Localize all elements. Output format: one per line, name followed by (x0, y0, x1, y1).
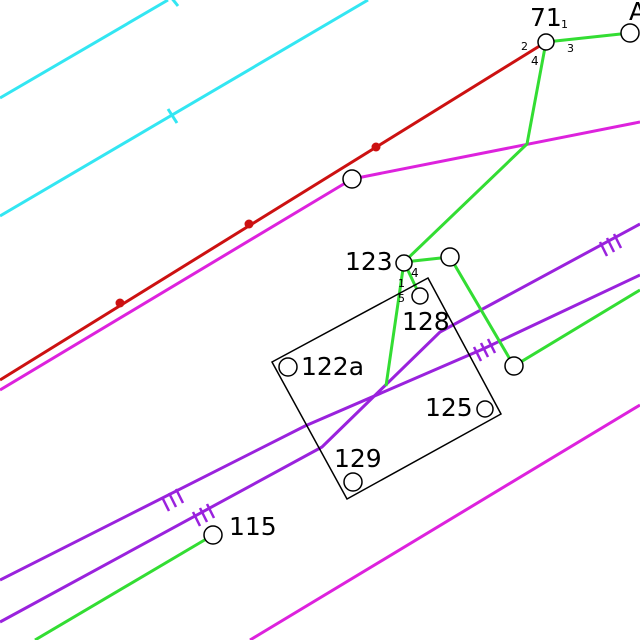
port-label: 3 (567, 42, 574, 55)
node-labels: 71 A 123 128 122a 125 129 115 (229, 0, 640, 541)
purple-hatch-1 (160, 488, 185, 512)
enclosure-box[interactable] (270, 276, 503, 501)
purple-hatch-2 (191, 503, 216, 527)
red-cable-group (0, 40, 547, 382)
green-cable-71-right[interactable] (545, 31, 631, 44)
label-123: 123 (345, 247, 393, 276)
port-label: 1 (398, 277, 405, 290)
cyan-tick-1 (171, 0, 180, 7)
port-labels: 1 2 3 4 1 4 5 (398, 18, 574, 305)
node-edge[interactable] (620, 23, 640, 43)
node-125[interactable] (476, 400, 494, 418)
port-label: 4 (411, 266, 419, 280)
label-125: 125 (425, 393, 473, 422)
purple-cables (0, 222, 640, 624)
node-green-mid[interactable] (440, 247, 460, 267)
label-edge-partial: A (629, 0, 640, 26)
node-115[interactable] (203, 525, 223, 545)
node-123[interactable] (395, 254, 413, 272)
purple-hatch-3 (472, 338, 497, 362)
splice-point[interactable] (115, 298, 125, 308)
magenta-cables (0, 120, 640, 640)
node-128[interactable] (411, 287, 429, 305)
label-128: 128 (402, 307, 450, 336)
magenta-cable-upper[interactable] (0, 120, 640, 392)
green-cable-115[interactable] (34, 533, 214, 640)
nodes (203, 23, 640, 545)
green-cables (34, 31, 640, 640)
splice-point[interactable] (244, 219, 254, 229)
cyan-cable-upper[interactable] (0, 0, 169, 100)
port-label: 5 (398, 292, 405, 305)
port-label: 1 (561, 18, 568, 31)
label-129: 129 (334, 444, 382, 473)
magenta-cable-lower[interactable] (249, 403, 640, 640)
cyan-cables (0, 0, 369, 218)
green-cable-71-123[interactable] (384, 41, 548, 387)
cyan-tick-2 (166, 108, 179, 124)
port-label: 2 (521, 40, 528, 53)
purple-cable-1[interactable] (0, 273, 640, 582)
port-label: 4 (531, 54, 539, 68)
splice-point[interactable] (371, 142, 381, 152)
purple-hatch-4 (598, 233, 623, 257)
label-115: 115 (229, 512, 277, 541)
purple-cable-2[interactable] (0, 222, 640, 624)
green-cable-123-ext[interactable] (403, 255, 640, 369)
label-71: 71 (530, 3, 562, 32)
node-71[interactable] (537, 33, 555, 51)
node-122a[interactable] (278, 357, 298, 377)
node-green-right[interactable] (504, 356, 524, 376)
node-magenta[interactable] (342, 169, 362, 189)
node-129[interactable] (343, 472, 363, 492)
cyan-cable-lower[interactable] (0, 0, 369, 218)
label-122a: 122a (301, 352, 364, 381)
red-cable[interactable] (0, 40, 547, 382)
